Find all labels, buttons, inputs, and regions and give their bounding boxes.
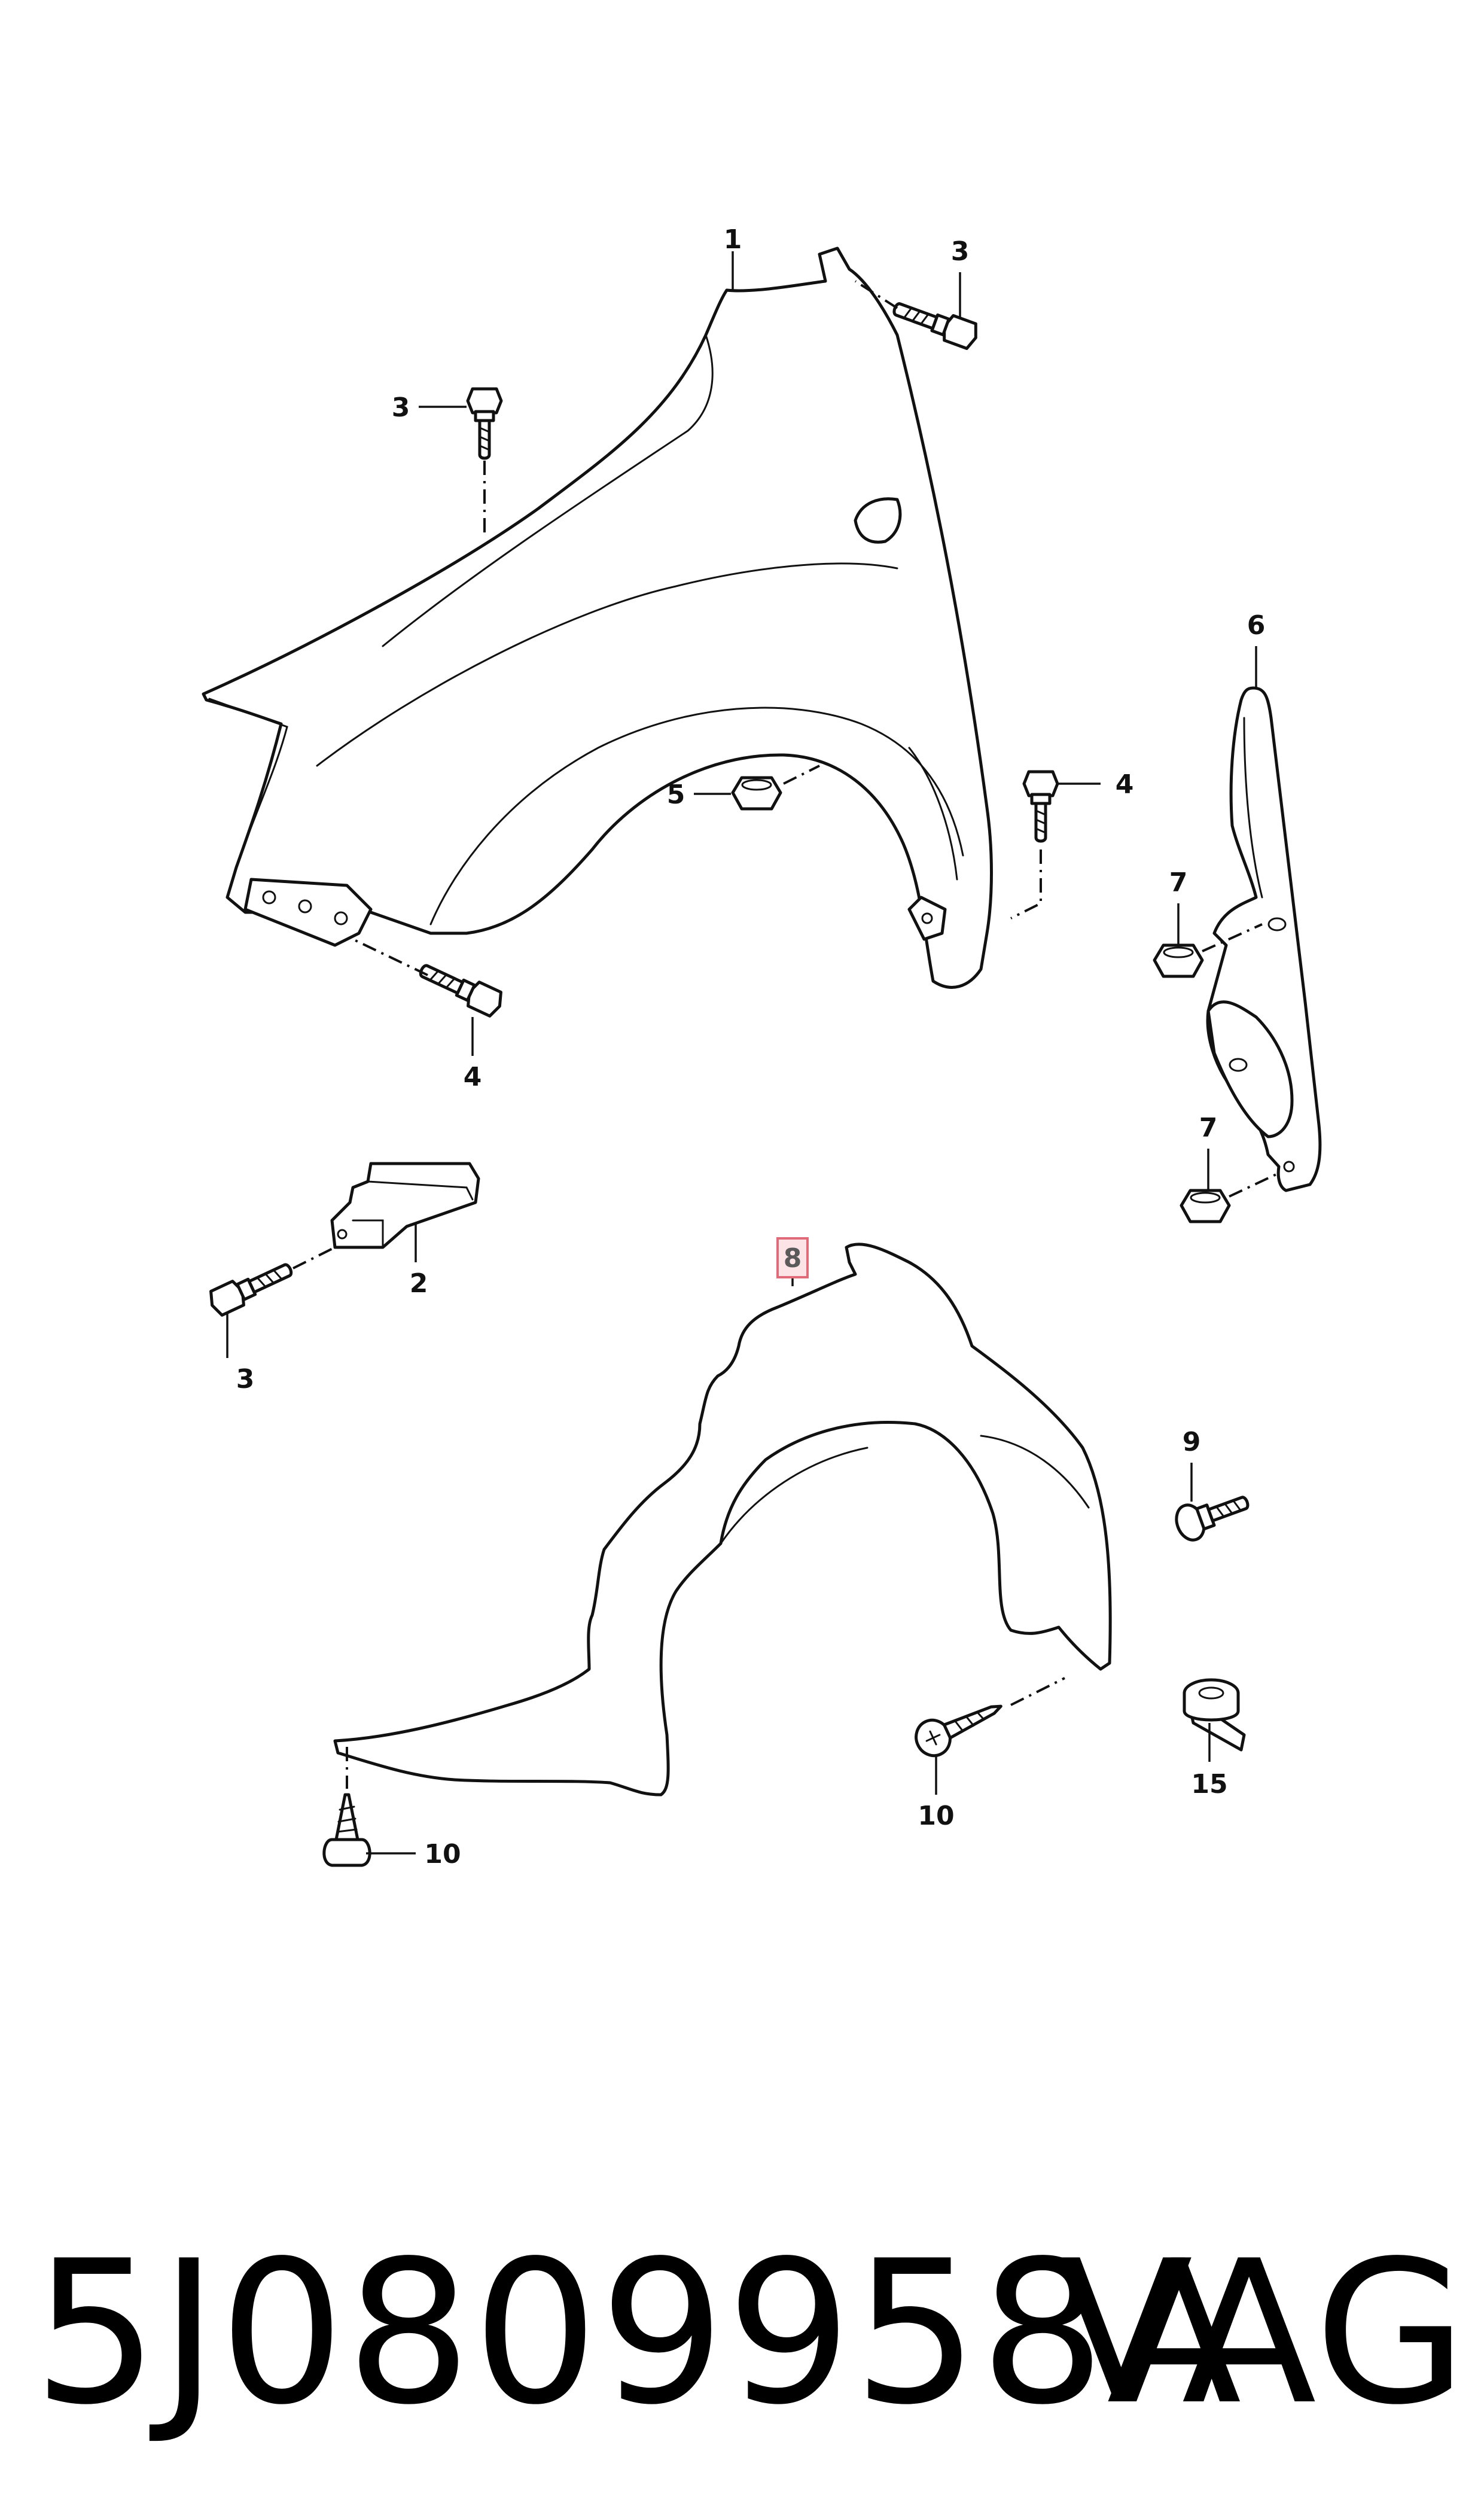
- dash-line-bolt4-left: [352, 938, 428, 976]
- splash-shield-part: [1206, 686, 1322, 1192]
- callout-3-angled: 3: [951, 236, 970, 267]
- screw-10-center: [915, 1704, 1002, 1758]
- nut-5: [731, 776, 782, 811]
- callout-7-lower: 7: [1199, 1113, 1218, 1143]
- callout-8: 8: [784, 1243, 802, 1274]
- brand-name: VAG: [1058, 2218, 1468, 2448]
- callout-1: 1: [724, 224, 742, 255]
- callout-8-highlight: 8: [776, 1237, 809, 1278]
- clip-15: [1183, 1678, 1246, 1752]
- bolt-9: [1175, 1496, 1250, 1542]
- dash-line-bolt4-right: [1010, 850, 1042, 919]
- callout-10-center: 10: [918, 1801, 954, 1831]
- callout-2: 2: [410, 1268, 428, 1299]
- callout-5: 5: [667, 780, 685, 810]
- callout-9: 9: [1183, 1427, 1201, 1457]
- screw-10-left: [322, 1793, 371, 1867]
- caption: 5J0809958A VAG: [33, 2213, 1468, 2465]
- bolt-3-lower-angled: [209, 1263, 293, 1317]
- nut-7-upper: [1153, 943, 1204, 978]
- dash-line-nut7-lower: [1229, 1171, 1281, 1198]
- nut-7-lower: [1180, 1189, 1231, 1223]
- bolt-4-right-vertical: [1022, 770, 1059, 843]
- dash-line-nut7-upper: [1202, 923, 1263, 952]
- bolt-4-left-angled: [419, 964, 502, 1018]
- bolt-3-top-vertical: [466, 387, 503, 460]
- parts-diagram: 1 3 3 6 5 4 7 4 7 2 3 8 9 10 15 10: [202, 224, 1322, 1870]
- bolt-3-angled: [892, 302, 977, 351]
- dash-line-screw10-center: [1010, 1677, 1065, 1706]
- fender-part: [202, 246, 993, 989]
- bracket-part: [330, 1162, 480, 1249]
- callout-4-right: 4: [1116, 769, 1134, 800]
- callout-10-left: 10: [424, 1839, 461, 1870]
- dash-line-nut5: [783, 765, 820, 785]
- callout-3-lower: 3: [236, 1364, 255, 1395]
- part-number: 5J0809958A: [33, 2218, 1243, 2448]
- callout-15: 15: [1191, 1769, 1227, 1800]
- dash-line-bolt3-angled: [854, 280, 898, 309]
- callout-4-left: 4: [464, 1062, 482, 1092]
- dash-line-bolt3-lower: [292, 1246, 336, 1269]
- callout-7-upper: 7: [1169, 867, 1188, 898]
- wheel-housing-liner-part: [333, 1243, 1112, 1797]
- callout-3-top: 3: [392, 392, 410, 423]
- callout-6: 6: [1247, 610, 1266, 641]
